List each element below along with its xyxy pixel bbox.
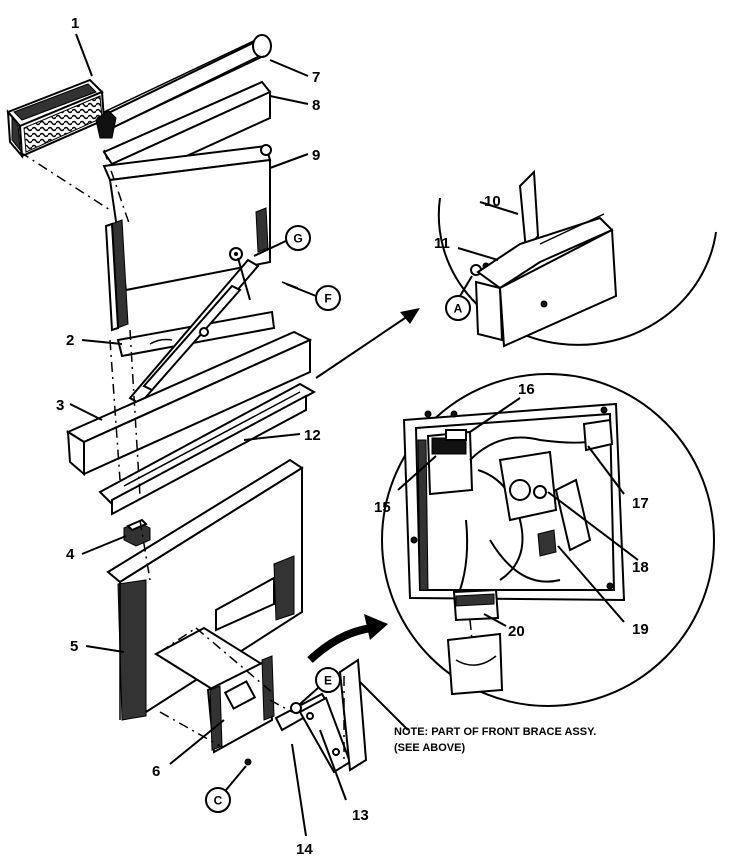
leader-lines — [69, 33, 639, 837]
callout-19: 19 — [632, 621, 649, 638]
part-9-side-panel — [102, 144, 272, 332]
fastener-C: C — [205, 765, 247, 813]
callout-2: 2 — [66, 332, 74, 349]
callout-7: 7 — [312, 69, 320, 86]
callout-1: 1 — [71, 15, 79, 32]
part-4-clip — [123, 518, 151, 547]
callout-5: 5 — [70, 638, 78, 655]
part-7-top-rail — [95, 34, 272, 139]
svg-text:NOTE: PART OF FRONT BRACE ASSY: NOTE: PART OF FRONT BRACE ASSY. — [394, 726, 596, 738]
detail-circle-top — [437, 169, 717, 348]
callout-8: 8 — [312, 97, 320, 114]
assembly-lines — [19, 149, 293, 747]
callout-11: 11 — [434, 235, 450, 252]
fastener-E: E — [299, 667, 341, 705]
callout-3: 3 — [56, 397, 64, 414]
screws — [229, 247, 490, 766]
svg-text:A: A — [454, 302, 463, 316]
fastener-F: F — [285, 283, 341, 311]
svg-text:(SEE ABOVE): (SEE ABOVE) — [394, 742, 465, 754]
part-2-brace-plate — [116, 258, 276, 406]
arrow-to-detail-bottom — [307, 614, 388, 663]
fastener-A: A — [445, 275, 473, 321]
callout-12: 12 — [304, 427, 321, 444]
callout-13: 13 — [352, 807, 369, 824]
part-6-bracket — [154, 626, 275, 754]
fastener-G: G — [253, 225, 311, 257]
svg-text:E: E — [324, 674, 332, 688]
arrow-to-detail-top — [315, 308, 420, 379]
callout-4: 4 — [66, 546, 75, 563]
part-13-clip — [338, 658, 368, 772]
svg-text:G: G — [293, 232, 302, 246]
callout-10: 10 — [484, 193, 501, 210]
callout-9: 9 — [312, 147, 320, 164]
callout-15: 15 — [374, 499, 391, 516]
svg-text:F: F — [324, 292, 331, 306]
part-14-brace — [274, 692, 352, 774]
callout-17: 17 — [632, 495, 649, 512]
callout-18: 18 — [632, 559, 649, 576]
note-text: NOTE: PART OF FRONT BRACE ASSY. (SEE ABO… — [394, 726, 596, 754]
part-3-front-frame — [65, 330, 317, 516]
callout-14: 14 — [296, 841, 313, 858]
callout-16: 16 — [518, 381, 535, 398]
callout-6: 6 — [152, 763, 160, 780]
callout-labels: 1 7 8 9 10 11 2 3 12 4 5 6 13 14 15 16 1… — [56, 15, 649, 858]
detail-circle-bottom — [381, 373, 715, 707]
svg-text:C: C — [214, 794, 223, 808]
callout-20: 20 — [508, 623, 525, 640]
part-1-grille — [6, 78, 106, 159]
